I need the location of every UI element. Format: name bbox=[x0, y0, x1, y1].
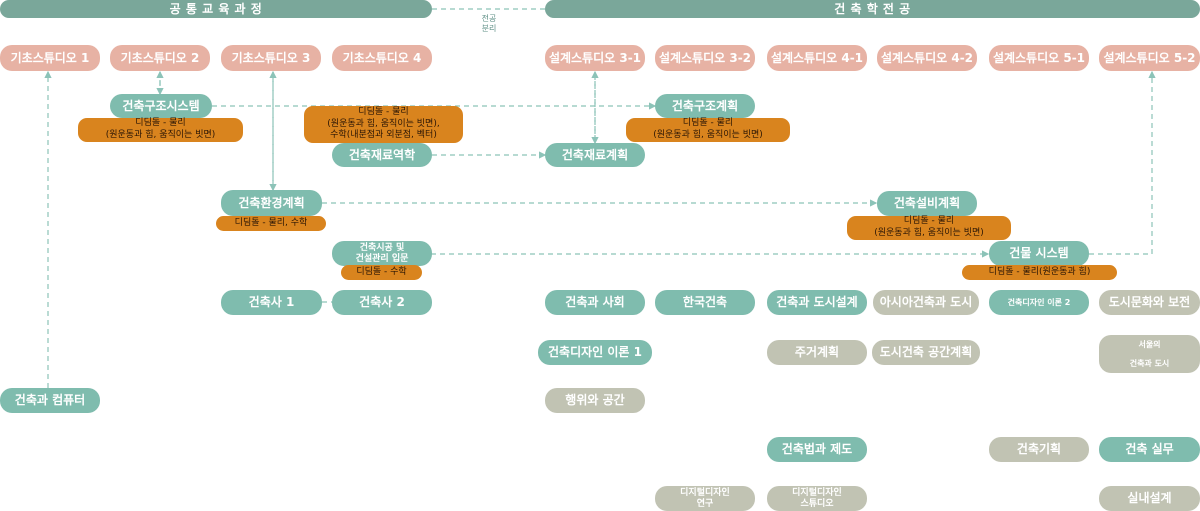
header-common-curriculum: 공 통 교 육 과 정 bbox=[0, 0, 432, 18]
node-environment-planning[interactable]: 건축환경계획 bbox=[221, 190, 322, 216]
link-building-design52 bbox=[1089, 70, 1156, 255]
node-design-theory-1[interactable]: 건축디자인 이론 1 bbox=[538, 340, 652, 365]
node-urban-culture-conservation[interactable]: 도시문화와 보전 bbox=[1099, 290, 1200, 315]
note-construction-management: 디딤돌 - 수학 bbox=[341, 265, 422, 280]
node-structural-systems[interactable]: 건축구조시스템 bbox=[110, 94, 212, 118]
note-structural-systems: 디딤돌 - 물리 (원운동과 힘, 움직이는 빗면) bbox=[78, 118, 243, 142]
note-building-systems: 디딤돌 - 물리(원운동과 힘) bbox=[962, 265, 1117, 280]
node-digital-design-studio[interactable]: 디지털디자인 스튜디오 bbox=[767, 486, 867, 511]
node-basic-studio-2[interactable]: 기초스튜디오 2 bbox=[110, 45, 210, 71]
node-architecture-computer[interactable]: 건축과 컴퓨터 bbox=[0, 388, 100, 413]
node-design-studio-5-2[interactable]: 설계스튜디오 5-2 bbox=[1099, 45, 1200, 71]
node-building-systems[interactable]: 건물 시스템 bbox=[989, 241, 1089, 266]
node-architectural-practice[interactable]: 건축 실무 bbox=[1099, 437, 1200, 462]
node-architecture-history-1[interactable]: 건축사 1 bbox=[221, 290, 322, 315]
node-design-studio-4-1[interactable]: 설계스튜디오 4-1 bbox=[767, 45, 867, 71]
node-basic-studio-4[interactable]: 기초스튜디오 4 bbox=[332, 45, 432, 71]
node-design-studio-4-2[interactable]: 설계스튜디오 4-2 bbox=[877, 45, 977, 71]
node-architecture-society[interactable]: 건축과 사회 bbox=[545, 290, 645, 315]
node-structural-planning[interactable]: 건축구조계획 bbox=[655, 94, 755, 118]
node-materials-mechanics[interactable]: 건축재료역학 bbox=[332, 143, 432, 167]
note-environment-planning: 디딤돌 - 물리, 수학 bbox=[216, 216, 326, 231]
node-urban-space-planning[interactable]: 도시건축 공간계획 bbox=[872, 340, 980, 365]
node-building-law[interactable]: 건축법과 제도 bbox=[767, 437, 867, 462]
node-digital-design-research[interactable]: 디지털디자인 연구 bbox=[655, 486, 755, 511]
node-design-studio-3-2[interactable]: 설계스튜디오 3-2 bbox=[655, 45, 755, 71]
node-basic-studio-3[interactable]: 기초스튜디오 3 bbox=[221, 45, 321, 71]
node-design-studio-5-1[interactable]: 설계스튜디오 5-1 bbox=[989, 45, 1089, 71]
node-architectural-planning[interactable]: 건축기획 bbox=[989, 437, 1089, 462]
node-seoul-architecture-city[interactable]: 서울의 건축과 도시 bbox=[1099, 335, 1200, 373]
header-architecture-major: 건 축 학 전 공 bbox=[545, 0, 1200, 18]
node-interior-design[interactable]: 실내설계 bbox=[1099, 486, 1200, 511]
node-design-studio-3-1[interactable]: 설계스튜디오 3-1 bbox=[545, 45, 645, 71]
node-design-theory-2[interactable]: 건축디자인 이론 2 bbox=[989, 290, 1089, 315]
node-housing-planning[interactable]: 주거계획 bbox=[767, 340, 867, 365]
node-urban-design[interactable]: 건축과 도시설계 bbox=[767, 290, 867, 315]
note-building-services: 디딤돌 - 물리 (원운동과 힘, 움직이는 빗면) bbox=[847, 216, 1011, 240]
node-asian-architecture-city[interactable]: 아시아건축과 도시 bbox=[873, 290, 979, 315]
node-construction-management[interactable]: 건축시공 및 건설관리 입문 bbox=[332, 241, 432, 266]
note-structural-planning: 디딤돌 - 물리 (원운동과 힘, 움직이는 빗면) bbox=[626, 118, 790, 142]
node-korean-architecture[interactable]: 한국건축 bbox=[655, 290, 755, 315]
node-behavior-space[interactable]: 행위와 공간 bbox=[545, 388, 645, 413]
node-building-services[interactable]: 건축설비계획 bbox=[877, 191, 977, 216]
node-materials-planning[interactable]: 건축재료계획 bbox=[545, 143, 645, 167]
split-note: 전공 분리 bbox=[481, 14, 497, 33]
note-materials-mechanics: 디딤돌 - 물리 (원운동과 힘, 움직이는 빗면), 수학(내분점과 외분점,… bbox=[304, 106, 463, 143]
node-architecture-history-2[interactable]: 건축사 2 bbox=[332, 290, 432, 315]
node-basic-studio-1[interactable]: 기초스튜디오 1 bbox=[0, 45, 100, 71]
